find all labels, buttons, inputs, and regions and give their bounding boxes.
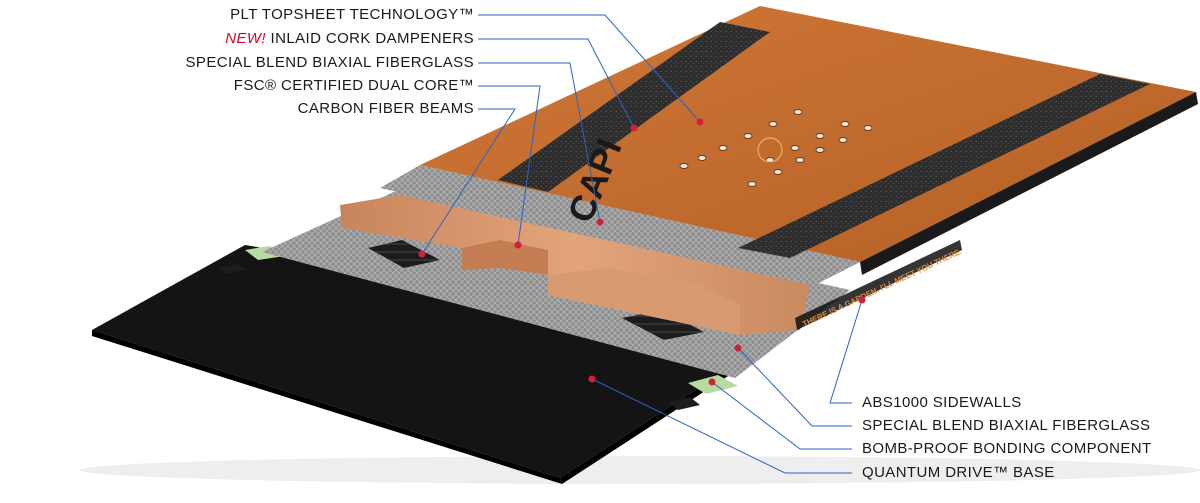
label-topsheet: PLT TOPSHEET TECHNOLOGY™: [230, 6, 474, 23]
dot-fiberglass-top: [596, 218, 604, 226]
dot-topsheet: [696, 118, 704, 126]
sidewall-clip-left: [218, 264, 246, 274]
leader-fiberglass-top: [478, 62, 601, 223]
dot-cork: [630, 124, 638, 132]
callout-dots: [418, 118, 866, 386]
dot-sidewalls: [858, 296, 866, 304]
dot-fiberglass-bottom: [734, 344, 742, 352]
ground-shadow: [80, 456, 1200, 484]
topsheet-layer: [420, 6, 1196, 262]
sun-graphic: [757, 137, 783, 163]
cork-strip-left: [498, 22, 770, 192]
label-sidewalls: ABS1000 SIDEWALLS: [862, 394, 1022, 411]
cork-strip-right: [738, 74, 1150, 258]
label-cork: NEW! INLAID CORK DAMPENERS: [225, 30, 474, 48]
carbon-beam-right: [622, 310, 704, 340]
core-step-2: [548, 268, 740, 335]
label-cork-new: NEW!: [225, 30, 266, 47]
leader-bonding: [711, 381, 852, 450]
topsheet-edge: [860, 92, 1198, 275]
dot-bonding: [708, 378, 716, 386]
leader-core: [478, 85, 541, 246]
carbon-beam-left: [368, 240, 440, 268]
label-bonding: BOMB-PROOF BONDING COMPONENT: [862, 440, 1152, 457]
sidewall-strip: [795, 240, 962, 330]
base-layer: [92, 245, 780, 478]
leader-lines: [421, 14, 863, 474]
label-base: QUANTUM DRIVE™ BASE: [862, 464, 1055, 481]
leader-topsheet: [478, 14, 701, 123]
dot-base: [588, 375, 596, 383]
fiberglass-top-layer: [380, 165, 860, 285]
sidewall-clip-right: [668, 397, 700, 410]
dot-core: [514, 241, 522, 249]
leader-base: [591, 378, 852, 474]
label-fiberglass-top: SPECIAL BLEND BIAXIAL FIBERGLASS: [185, 54, 474, 71]
label-carbon: CARBON FIBER BEAMS: [297, 100, 474, 117]
core-step-1: [462, 240, 548, 275]
label-core: FSC® CERTIFIED DUAL CORE™: [233, 77, 474, 94]
leader-carbon: [421, 108, 516, 255]
leader-cork: [478, 38, 635, 129]
label-cork-text: INLAID CORK DAMPENERS: [265, 30, 474, 47]
base-edge-side: [92, 330, 562, 484]
dot-carbon: [418, 250, 426, 258]
leader-fiberglass-bottom: [737, 347, 852, 427]
leader-sidewalls: [829, 299, 863, 404]
label-fiberglass-bottom: SPECIAL BLEND BIAXIAL FIBERGLASS: [862, 417, 1151, 434]
